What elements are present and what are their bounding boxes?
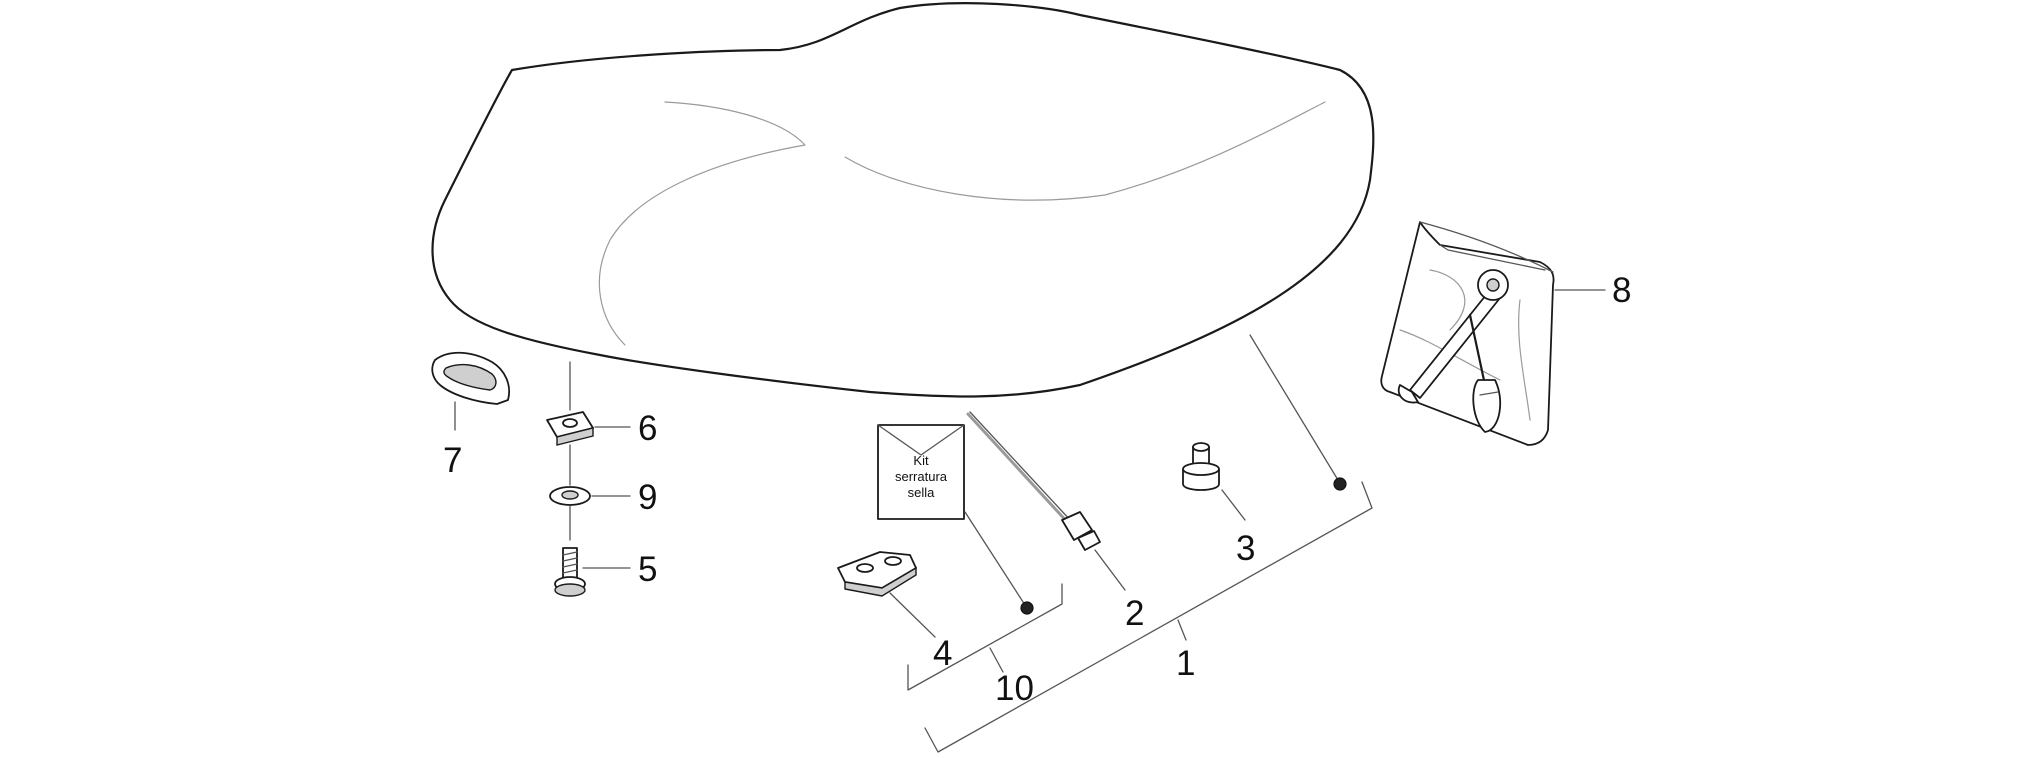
part-6-clip-nut: 6 — [546, 409, 657, 448]
callout-1: 1 — [1176, 644, 1195, 683]
callout-5: 5 — [638, 550, 657, 589]
callout-10: 10 — [995, 669, 1034, 708]
bracket-10: 10 — [907, 583, 1063, 708]
fastener-stack: 6 9 5 — [546, 361, 657, 597]
bracket-1: 1 — [924, 481, 1373, 753]
part-4-lock-plate: 4 — [837, 551, 952, 673]
callout-9: 9 — [638, 478, 657, 517]
seat — [431, 2, 1375, 398]
callout-4: 4 — [933, 634, 952, 673]
part-5-screw: 5 — [554, 547, 657, 597]
callout-6: 6 — [638, 409, 657, 448]
part-9-washer: 9 — [549, 478, 657, 517]
kit-label-line3: sella — [908, 485, 936, 500]
callout-3: 3 — [1236, 529, 1255, 568]
part-7-bumper: 7 — [431, 351, 510, 480]
callout-7: 7 — [443, 441, 462, 480]
seat-dot-marker — [1333, 477, 1347, 491]
callout-2: 2 — [1125, 594, 1144, 633]
kit-10-dot-marker — [1020, 601, 1034, 615]
kit-label-line1: Kit — [913, 453, 929, 468]
part-3-rubber-buffer: 3 — [1182, 442, 1255, 568]
screwdriver-icon — [1468, 313, 1502, 433]
wrench-icon — [1397, 269, 1509, 404]
part-8-tool-kit-bag: 8 — [1380, 221, 1631, 446]
part-2-lock-cable: 2 — [966, 411, 1144, 633]
callout-8: 8 — [1612, 271, 1631, 310]
kit-bag-outline — [877, 424, 965, 520]
seat-leader-line — [1249, 334, 1339, 481]
kit-label-line2: serratura — [895, 469, 948, 484]
kit-seat-lock-bag: Kit serratura sella — [877, 424, 1034, 615]
